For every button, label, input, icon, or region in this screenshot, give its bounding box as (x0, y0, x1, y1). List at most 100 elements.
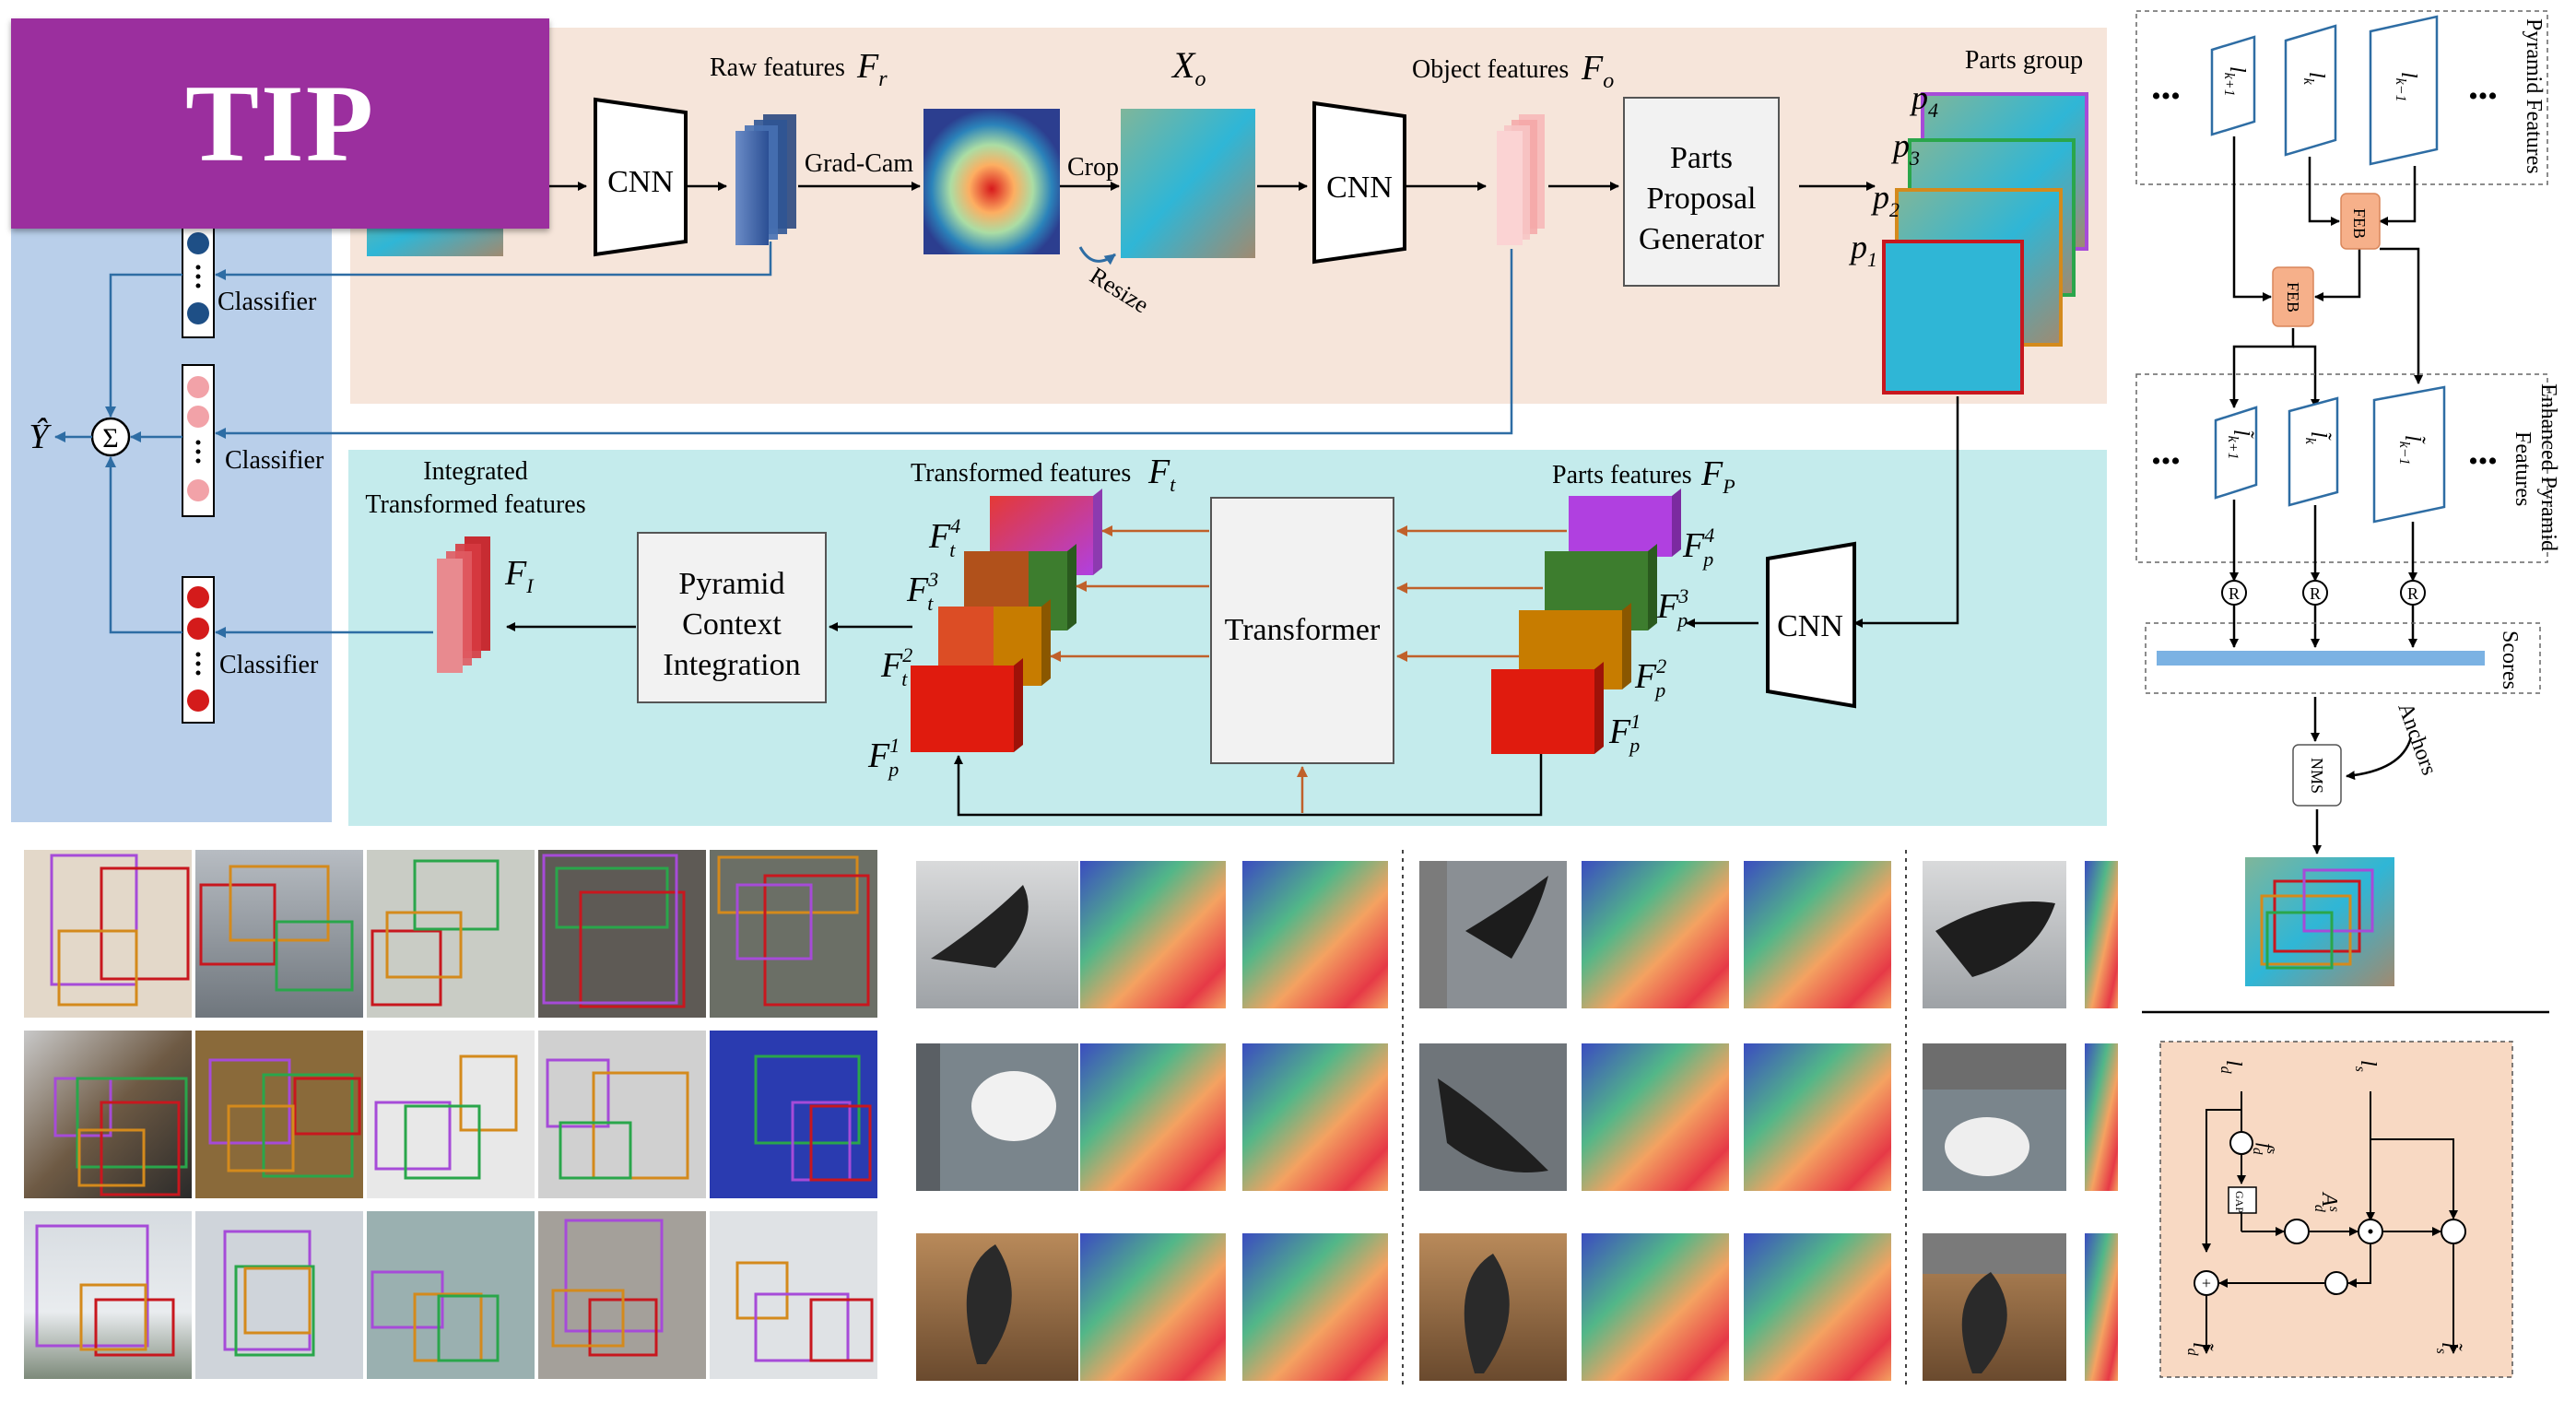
feb-label-1: FEB (2350, 208, 2369, 239)
parts-group-stack (1882, 92, 2088, 395)
enh-label-3: l̃k−1 (2396, 435, 2426, 465)
pyramid-features-title: Pyramid Features (2522, 18, 2546, 174)
feb-ad-label: Asd (2311, 1191, 2342, 1213)
nms-label: NMS (2308, 758, 2326, 794)
cnn-block-1 (594, 97, 688, 257)
enh-label-2: l̃k (2302, 431, 2332, 445)
object-feature-stack (1497, 114, 1545, 245)
pyr-ellipsis-right: ••• (2468, 81, 2498, 112)
r-node-1 (2221, 580, 2247, 606)
sum-symbol: Σ (102, 423, 118, 454)
scores-bar (2157, 651, 2485, 666)
enh-label-1: l̃k+1 (2225, 430, 2254, 460)
enhanced-pyramid-box (2135, 373, 2548, 563)
cube-fp1-left (911, 658, 1023, 752)
crop-label: Crop (1067, 153, 1119, 182)
enhanced-level-kminus1 (2372, 385, 2446, 524)
transformed-features-symbol: Ft (1147, 453, 1176, 496)
anchors-label: Anchors (2393, 700, 2441, 778)
pyr-ellipsis-left: ••• (2151, 81, 2181, 112)
gradcam-heatmap (923, 109, 1060, 254)
pyr-label-3: lk−1 (2393, 72, 2420, 102)
example-row-planes (24, 1211, 877, 1379)
classifier-label-1: Classifier (218, 288, 317, 316)
feb-label-2: FEB (2284, 282, 2302, 312)
detection-examples (24, 850, 877, 1379)
feb-gap-box (2228, 1186, 2257, 1214)
enhanced-level-k (2288, 396, 2339, 507)
classifier-label-3: Classifier (219, 651, 319, 679)
p3-label: p3 (1890, 127, 1920, 170)
classifier-1 (182, 213, 215, 338)
raw-features-symbol: Fr (856, 47, 888, 91)
cnn-label-3: CNN (1777, 609, 1843, 643)
p2-label: p2 (1870, 179, 1900, 221)
cnn-block-2 (1312, 100, 1406, 265)
pci-line-3: Integration (663, 648, 800, 682)
p4-label: p4 (1909, 79, 1938, 122)
object-image (1121, 109, 1255, 258)
pyr-label-1: lk+1 (2221, 66, 2249, 97)
feb-out-s: l̃s (2433, 1342, 2463, 1354)
detected-parts-image (2245, 857, 2394, 986)
tip-badge-text: TIP (184, 62, 376, 184)
parts-proposal-generator (1623, 97, 1780, 287)
example-row-birds (24, 850, 877, 1018)
r-node-2 (2302, 580, 2328, 606)
pyramid-level-k (2284, 24, 2337, 157)
feb-fd-label: fsd (2250, 1143, 2278, 1155)
pyr-label-2: lk (2300, 72, 2328, 86)
feb-block-1 (2340, 193, 2381, 250)
cnn-label-1: CNN (607, 165, 674, 199)
ppg-line-3: Generator (1639, 222, 1765, 256)
integrated-label-1: Integrated (423, 457, 528, 486)
object-features-symbol: Fo (1581, 49, 1614, 93)
feb-ls-label: ls (2352, 1060, 2380, 1072)
r-label-3: R (2407, 584, 2418, 603)
enh-ellipsis-right: ••• (2468, 446, 2498, 477)
pyramid-level-kminus1 (2369, 15, 2439, 166)
parts-features-symbol: FP (1700, 454, 1735, 498)
classifier-label-2: Classifier (225, 446, 324, 475)
enhanced-title-1: Enhanced Pyramid (2536, 383, 2560, 551)
pyramid-context-integration (637, 532, 827, 703)
cube-fp4 (1569, 489, 1681, 557)
feb-ld-label: ld (2217, 1060, 2245, 1075)
pci-line-1: Pyramid (678, 567, 784, 601)
integrated-label-2: Transformed features (365, 490, 585, 519)
example-row-cars (24, 1031, 877, 1198)
transformer-label: Transformer (1225, 613, 1381, 647)
ppg-line-2: Proposal (1647, 182, 1757, 216)
feb-up-node (2229, 1131, 2253, 1155)
r-label-1: R (2229, 584, 2240, 603)
left-panel-bg (11, 221, 332, 822)
scores-label: Scores (2498, 630, 2522, 689)
p1-label: p1 (1848, 229, 1877, 271)
enh-ellipsis-left: ••• (2151, 446, 2181, 477)
r-label-2: R (2310, 584, 2321, 603)
feb-out-d: l̃d (2184, 1342, 2214, 1357)
y-hat: Ŷ (29, 418, 52, 456)
classifier-2 (182, 364, 215, 517)
tip-badge: TIP (11, 18, 549, 229)
feb-plus-node (2194, 1270, 2219, 1296)
feb-minus-node (2441, 1219, 2466, 1244)
transformed-features-label: Transformed features (911, 459, 1131, 488)
pyramid-level-kplus1 (2210, 35, 2256, 136)
feb-plus-sign: + (2202, 1274, 2211, 1292)
parts-group-label: Parts group (1965, 46, 2083, 75)
enhanced-title-2: Features (2511, 431, 2535, 506)
parts-features-label: Parts features (1552, 461, 1692, 489)
ppg-line-1: Parts (1670, 141, 1733, 175)
nms-block (2292, 744, 2342, 807)
object-features-label: Object features (1412, 55, 1569, 84)
